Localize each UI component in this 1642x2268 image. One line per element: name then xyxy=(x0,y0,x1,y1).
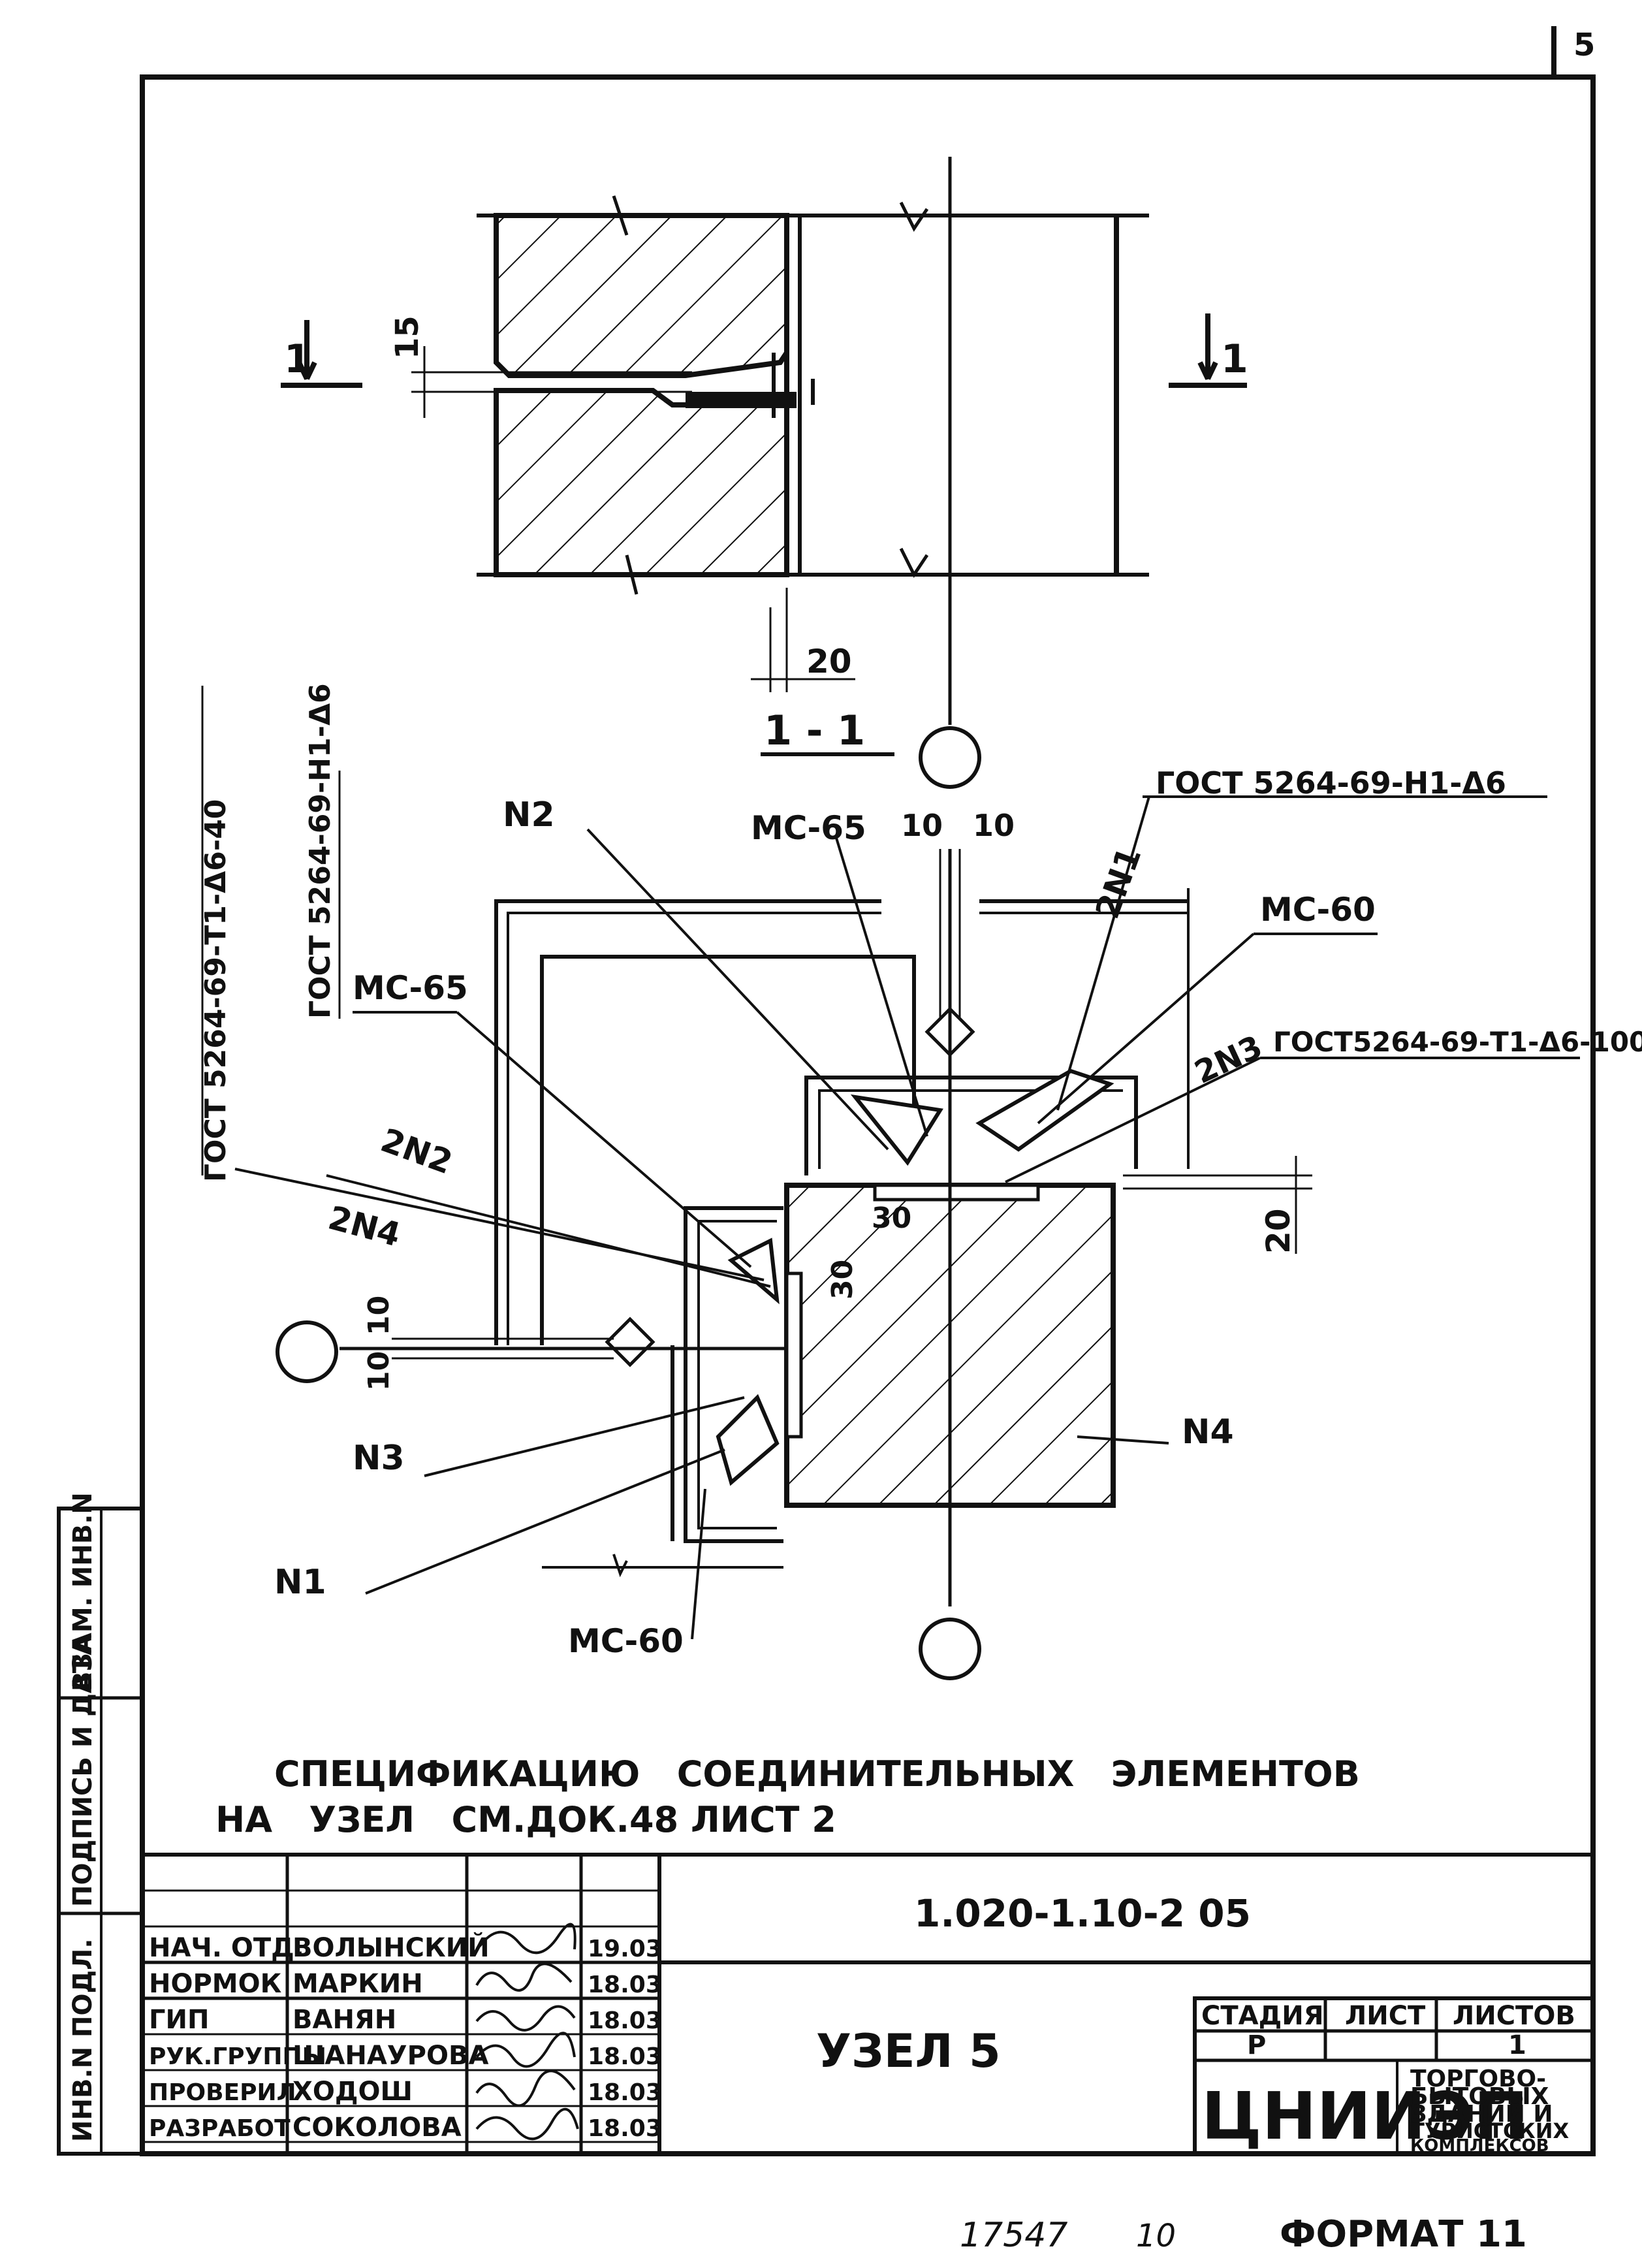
staff-date: 18.03 xyxy=(588,2007,662,2034)
label-mc60-top: МС-60 xyxy=(1260,891,1376,929)
signatures xyxy=(475,1923,579,2141)
label-n1: N1 xyxy=(274,1563,326,1602)
label-gost-top: ГОСТ 5264-69-Н1-Δ6 xyxy=(1156,765,1506,801)
label-n2: N2 xyxy=(503,795,555,835)
staff-role: РУК.ГРУППЫ xyxy=(149,2043,326,2070)
label-2n2: 2N2 xyxy=(376,1121,458,1182)
label-n3: N3 xyxy=(353,1439,405,1478)
section-title: 1 - 1 xyxy=(764,707,865,754)
staff-role: РАЗРАБОТ xyxy=(149,2115,291,2142)
sheet-header: ЛИСТ xyxy=(1345,2001,1426,2031)
label-2n4: 2N4 xyxy=(324,1199,405,1254)
dim-gap-15: 15 xyxy=(389,315,426,359)
sheets-header: ЛИСТОВ xyxy=(1453,2001,1575,2031)
sheets-value: 1 xyxy=(1508,2030,1526,2060)
drawing-frame xyxy=(140,74,1596,2156)
label-n4: N4 xyxy=(1182,1413,1234,1452)
org-line: ТОРГОВО- xyxy=(1410,2066,1546,2092)
drawing-title: УЗЕЛ 5 xyxy=(816,2024,1001,2078)
staff-role: НАЧ. ОТД. xyxy=(149,1933,304,1963)
side-strip: ИНВ.N ПОДЛ. ПОДПИСЬ И ДАТА ВЗАМ. ИНВ.N xyxy=(57,1492,144,2156)
label-dim-10-b: 10 xyxy=(973,808,1015,843)
doc-code: 1.020-1.10-2 05 xyxy=(914,1891,1251,1936)
label-mc60-bottom: МС-60 xyxy=(568,1622,684,1660)
node-plan: N2 МС-65 10 10 ГОСТ 5264-69-Н1-Δ6 2N1 МС… xyxy=(199,683,1642,1680)
org-line: ТУРИСТСКИХ xyxy=(1410,2118,1569,2143)
staff-name: ВАНЯН xyxy=(292,2005,396,2035)
label-dim-30-b: 30 xyxy=(826,1260,859,1300)
staff-name: СОКОЛОВА xyxy=(292,2113,462,2143)
section-mark-left: 1 xyxy=(284,336,311,382)
corner-mark: 5 xyxy=(1573,27,1595,63)
org-logo: ЦНИИЭП xyxy=(1201,2078,1528,2154)
org-lines: ТОРГОВО- БЫТОВЫХ ЗДАНИЙ И ТУРИСТСКИХ КОМ… xyxy=(1410,2066,1569,2156)
stage-header: СТАДИЯ xyxy=(1201,2001,1324,2031)
stage-value: Р xyxy=(1247,2030,1266,2060)
label-gost-right: ГОСТ5264-69-Т1-Δ6-100 xyxy=(1273,1026,1642,1058)
label-mc65-left: МС-65 xyxy=(353,969,468,1007)
staff-role: НОРМОК xyxy=(149,1969,282,1999)
staff-name: ШАНАУРОВА xyxy=(292,2041,488,2071)
note-line-2: НА УЗЕЛ СМ.ДОК.48 ЛИСТ 2 xyxy=(215,1799,836,1840)
section-mark-right: 1 xyxy=(1221,336,1248,382)
staff-date: 19.03 xyxy=(588,1936,662,1962)
dim-offset-20: 20 xyxy=(806,643,852,680)
label-gost-left-2: ГОСТ 5264-69-Н1-Δ6 xyxy=(304,683,337,1019)
staff-date: 18.03 xyxy=(588,2115,662,2142)
staff-role: ГИП xyxy=(149,2005,209,2035)
label-2n1: 2N1 xyxy=(1088,842,1149,924)
staff-name: ХОДОШ xyxy=(292,2077,413,2107)
format-label: ФОРМАТ 11 xyxy=(1280,2213,1527,2256)
staff-date: 18.03 xyxy=(588,1972,662,1998)
staff-role: ПРОВЕРИЛ xyxy=(149,2079,296,2106)
label-dim-20: 20 xyxy=(1259,1208,1297,1254)
staff-table: НАЧ. ОТД. ВОЛЫНСКИЙ 19.03 НОРМОК МАРКИН … xyxy=(149,1932,662,2143)
staff-date: 18.03 xyxy=(588,2043,662,2070)
label-dim-10-a: 10 xyxy=(901,808,943,843)
staff-name: МАРКИН xyxy=(292,1969,423,1999)
label-dim-10-d: 10 xyxy=(362,1351,396,1391)
staff-name: ВОЛЫНСКИЙ xyxy=(292,1932,490,1963)
label-2n3: 2N3 xyxy=(1189,1029,1268,1091)
side-cell-sign: ПОДПИСЬ И ДАТА xyxy=(68,1635,98,1907)
label-mc65-top: МС-65 xyxy=(751,809,866,847)
staff-date: 18.03 xyxy=(588,2079,662,2106)
label-dim-10-c: 10 xyxy=(362,1296,396,1335)
footer-number: 17547 xyxy=(960,2216,1067,2255)
side-cell-inv: ИНВ.N ПОДЛ. xyxy=(68,1938,98,2142)
label-gost-left-1: ГОСТ 5264-69-Т1-Δ6-40 xyxy=(199,799,232,1182)
label-dim-30-a: 30 xyxy=(872,1202,911,1235)
note-line-1: СПЕЦИФИКАЦИЮ СОЕДИНИТЕЛЬНЫХ ЭЛЕМЕНТОВ xyxy=(274,1753,1360,1795)
side-cell-replace: ВЗАМ. ИНВ.N xyxy=(68,1492,98,1691)
section-1-1: 1 1 15 20 1 - 1 xyxy=(281,157,1248,789)
org-line: ЗДАНИЙ И xyxy=(1410,2100,1553,2128)
title-block: 1.020-1.10-2 05 УЗЕЛ 5 СТАДИЯ ЛИСТ ЛИСТО… xyxy=(142,1853,1595,2156)
footer-sub: 10 xyxy=(1136,2218,1176,2254)
org-line: БЫТОВЫХ xyxy=(1410,2083,1549,2110)
org-line: КОМПЛЕКСОВ xyxy=(1410,2136,1549,2156)
